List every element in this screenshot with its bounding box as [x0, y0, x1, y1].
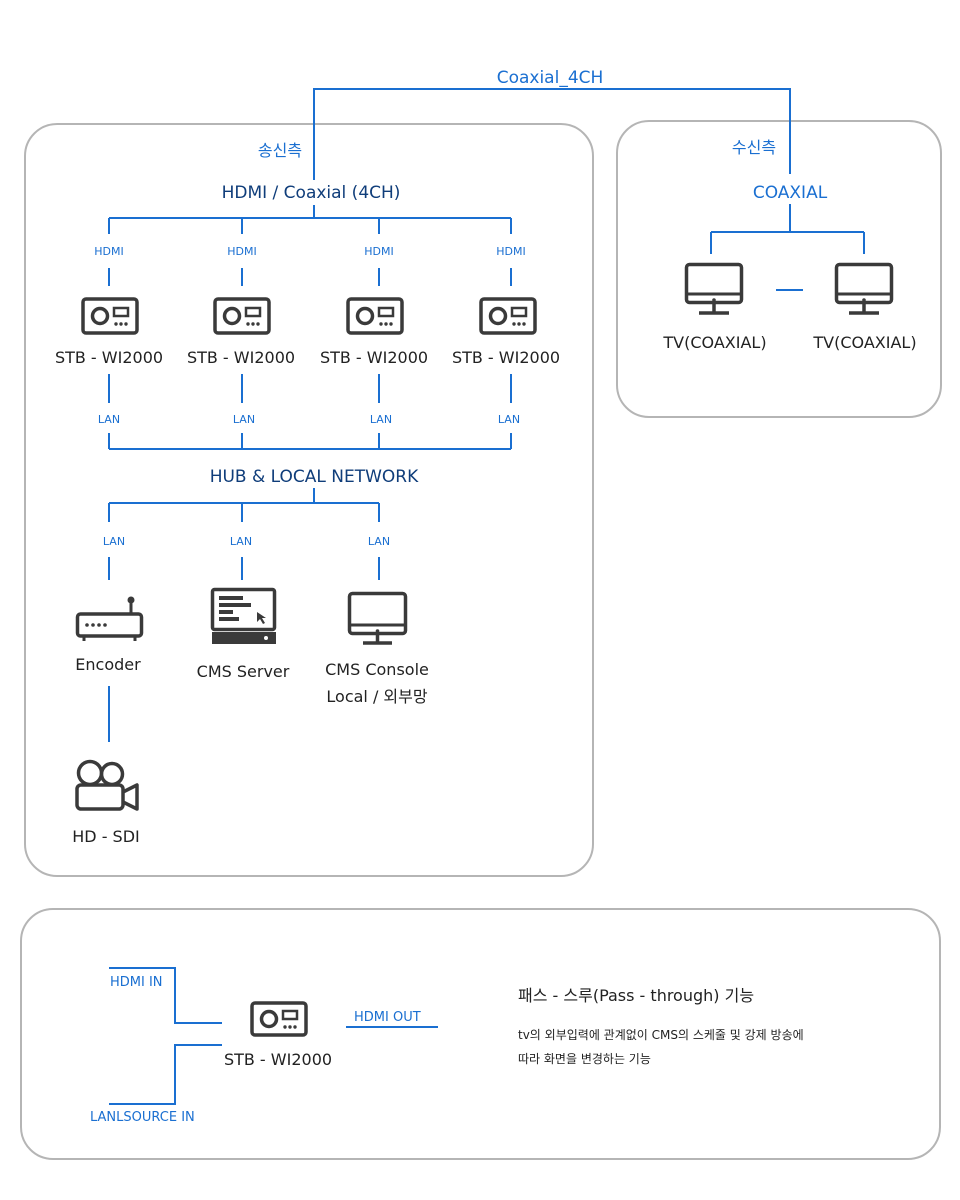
lan-label: LAN — [368, 535, 390, 548]
cms-console-label: CMS Console — [325, 660, 429, 679]
stb-icon — [213, 297, 271, 335]
lan-label: LAN — [233, 413, 255, 426]
hdmi-label: HDMI — [364, 245, 393, 258]
connection-lines — [108, 88, 865, 1105]
rx-panel — [616, 120, 942, 418]
tv-label: TV(COAXIAL) — [812, 333, 916, 352]
hdmi-label: HDMI — [227, 245, 256, 258]
tv-monitor-icon — [834, 262, 894, 315]
passthrough-desc-line2: 따라 화면을 변경하는 기능 — [518, 1052, 651, 1066]
lan-label: LAN — [98, 413, 120, 426]
stb-icon — [250, 1001, 308, 1037]
hdmi-out-label: HDMI OUT — [354, 1010, 421, 1025]
tv-label: TV(COAXIAL) — [662, 333, 766, 352]
tx-title: 송신측 — [258, 141, 302, 160]
passthrough-desc-line1: tv의 외부입력에 관계없이 CMS의 스케줄 및 강제 방송에 — [518, 1028, 804, 1042]
coaxial-4ch-label: Coaxial_4CH — [497, 68, 604, 88]
lan-source-in-label: LANLSOURCE IN — [90, 1110, 195, 1125]
tv-monitor-icon — [684, 262, 744, 315]
cms-console-network-label: Local / 외부망 — [326, 687, 427, 706]
hdmi-in-label: HDMI IN — [110, 975, 163, 990]
stb-label: STB - WI2000 — [55, 348, 163, 367]
lan-label: LAN — [370, 413, 392, 426]
encoder-label: Encoder — [75, 655, 141, 674]
passthrough-title: 패스 - 스루(Pass - through) 기능 — [518, 986, 754, 1005]
lan-label: LAN — [103, 535, 125, 548]
lan-label: LAN — [230, 535, 252, 548]
passthrough-panel — [20, 908, 941, 1160]
stb-label: STB - WI2000 — [320, 348, 428, 367]
cms-server-icon — [210, 587, 277, 644]
stb-icon — [346, 297, 404, 335]
stb-label: STB - WI2000 — [452, 348, 560, 367]
stb-label: STB - WI2000 — [187, 348, 295, 367]
hdmi-label: HDMI — [94, 245, 123, 258]
passthrough-stb-label: STB - WI2000 — [224, 1050, 332, 1069]
video-camera-icon — [75, 759, 139, 811]
tx-input-label: HDMI / Coaxial (4CH) — [222, 183, 401, 203]
console-monitor-icon — [347, 591, 408, 645]
tx-panel — [24, 123, 594, 877]
camera-label: HD - SDI — [72, 827, 140, 846]
stb-icon — [479, 297, 537, 335]
cms-server-label: CMS Server — [197, 662, 290, 681]
encoder-router-icon — [75, 596, 144, 641]
stb-icon — [81, 297, 139, 335]
rx-title: 수신측 — [732, 138, 776, 157]
hub-label: HUB & LOCAL NETWORK — [210, 467, 419, 487]
hdmi-label: HDMI — [496, 245, 525, 258]
lan-label: LAN — [498, 413, 520, 426]
rx-coaxial-label: COAXIAL — [753, 183, 828, 203]
